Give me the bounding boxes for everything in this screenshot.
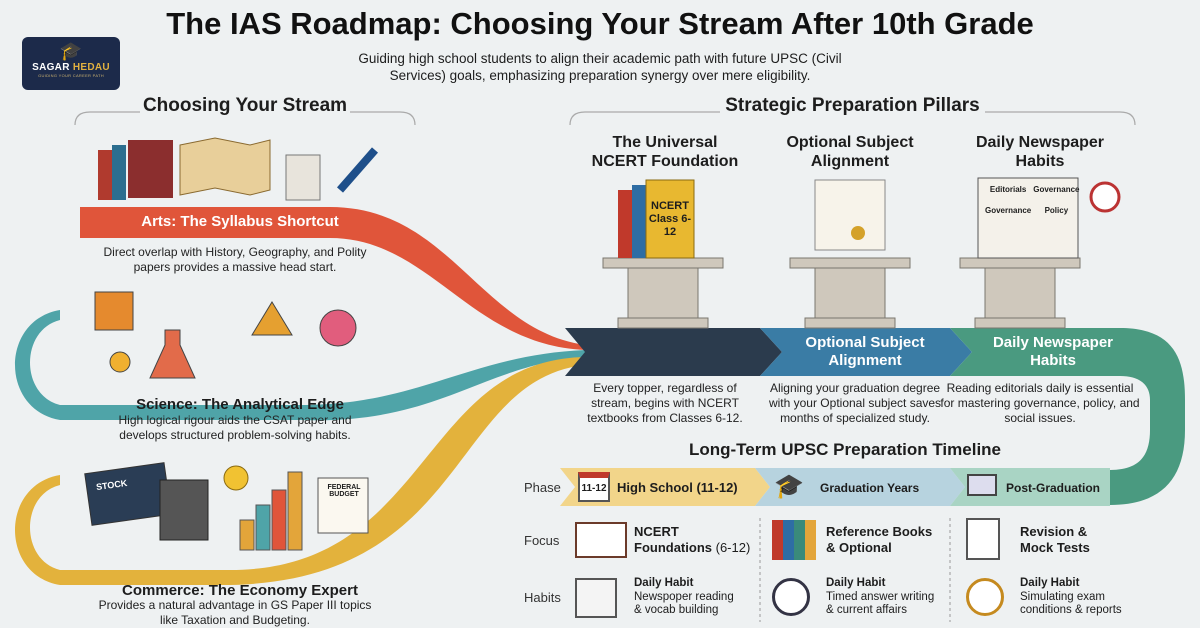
stock-screen-image [84,462,172,526]
row-label-focus: Focus [524,533,560,548]
pillar-top-1 [602,257,724,269]
calendar-icon: 11-12 [578,472,610,502]
row-label-habits: Habits [524,590,561,605]
calculator-image [159,479,209,541]
clipboard-checklist-icon [966,518,1000,560]
newspaper-magnifier-icon [575,578,617,618]
streams-heading: Choosing Your Stream [142,95,348,116]
focus-revision: Revision &Mock Tests [1020,524,1090,555]
books-icon [772,520,816,560]
paper-word: Governance [1033,185,1080,194]
brain-image [319,309,357,347]
brand-tagline: GUIDING YOUR CAREER PATH [38,73,104,78]
pen-image [336,147,379,193]
science-ribbon [15,310,585,421]
band-label-optional: Optional Subject Alignment [805,334,925,369]
clock-icon [966,578,1004,616]
science-label: Science: The Analytical Edge [136,396,344,413]
flask-image [149,329,196,379]
brand-name-2: HEDAU [72,62,110,73]
coin-icon [223,465,249,491]
optional-band [760,328,972,376]
pillar-desc-newspaper: Reading editorials daily is essential fo… [940,381,1140,425]
commerce-description: Provides a natural advantage in GS Paper… [98,598,372,627]
graduation-cap-icon: 🎓 [774,473,804,500]
arts-label: Arts: The Syllabus Shortcut [141,213,339,230]
newspaper-band [950,328,1185,505]
science-description: High logical rigour aids the CSAT paper … [118,413,352,442]
paper-word: Governance [985,206,1032,215]
pyramid-image [251,301,293,336]
pillar-desc-optional: Aligning your graduation degree with you… [768,381,942,425]
phase-high-school: High School (11-12) [617,480,738,495]
row-label-phase: Phase [524,480,561,495]
focus-reference: Reference Books& Optional [826,524,933,555]
phase-band-1 [560,468,770,506]
scroll-icon [814,179,886,251]
pillar-desc-ncert: Every topper, regardless of stream, begi… [587,381,743,425]
brand-name-1: SAGAR [32,62,70,73]
alarm-clock-icon [1089,181,1121,213]
pillars-heading: Strategic Preparation Pillars [725,95,980,116]
arts-ribbon [80,207,585,350]
books-image [128,140,173,198]
brand-logo: 🎓 SAGAR HEDAU GUIDING YOUR CAREER PATH [22,37,120,90]
laptop-icon [967,474,997,496]
map-image [179,137,271,196]
graduation-cap-arrow-icon: 🎓 [59,41,83,61]
pillar-title-ncert: The Universal NCERT Foundation [591,134,739,170]
open-book-icon [575,522,627,558]
pillar-top-3 [959,257,1081,269]
ncert-band [565,328,782,376]
paper-word: Editorials [989,185,1027,194]
pillars-bracket [569,111,1136,126]
band-label-newspaper: Daily Newspaper Habits [992,334,1114,369]
commerce-ribbon [15,357,585,585]
rubiks-cube-image [94,291,134,331]
pillar-title-optional: Optional Subject Alignment [786,134,914,170]
phase-post-graduation: Post-Graduation [1006,481,1101,495]
newspaper-image [977,177,1079,259]
arts-description: Direct overlap with History, Geography, … [103,245,367,274]
commerce-label: Commerce: The Economy Expert [122,582,358,599]
ncert-book-text: NCERT Class 6-12 [648,200,692,238]
paper-word: Policy [1044,206,1069,215]
budget-doc-image [317,477,369,534]
stopwatch-icon [772,578,810,616]
phase-band-2 [755,468,965,506]
budget-text: FEDERAL BUDGET [327,484,361,498]
gear-icon [109,351,131,373]
page-subtitle: Guiding high school students to align th… [358,51,842,83]
ncert-book [645,179,695,259]
pillar-title-newspaper: Daily Newspaper Habits [975,134,1105,170]
pillar-top-2 [789,257,911,269]
stream-bracket [74,111,416,126]
timeline-heading: Long-Term UPSC Preparation Timeline [688,440,1002,459]
phase-graduation: Graduation Years [820,481,920,495]
column-image [285,154,321,201]
page-title: The IAS Roadmap: Choosing Your Stream Af… [166,6,1034,41]
